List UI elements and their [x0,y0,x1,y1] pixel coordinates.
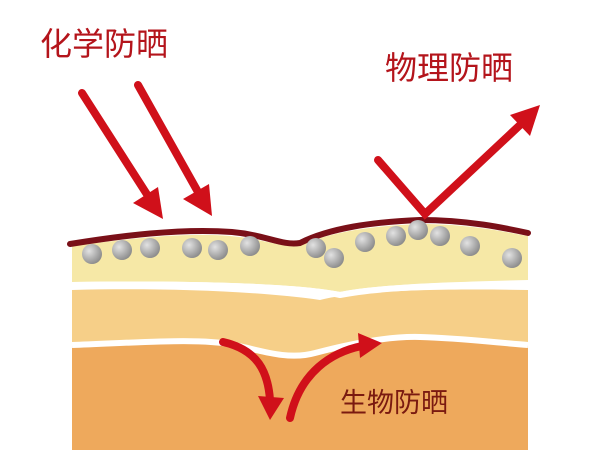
particle [208,240,228,260]
particle [306,238,326,258]
biological-sunscreen-label: 生物防晒 [340,388,448,419]
biological-arrows [219,333,382,422]
particle [355,232,375,252]
bio-arrow-down-shaft [219,338,274,404]
particle [502,248,522,268]
physical-arrow [374,105,540,220]
bio-arrow-up-shaft [286,342,366,422]
particle [240,236,260,256]
chemical-arrow-2-head [183,184,212,216]
particle [386,226,406,246]
particle [140,238,160,258]
chemical-arrows [78,81,212,219]
particle [460,236,480,256]
particle [430,226,450,246]
bio-arrow-down-head [258,396,284,420]
chemical-arrow-1-head [133,187,163,219]
particle [324,248,344,268]
physical-arrow-head [510,105,540,136]
chemical-arrow-1-shaft [78,89,152,200]
physical-sunscreen-label: 物理防晒 [385,49,514,87]
separator-upper [71,281,529,299]
sunscreen-particles [82,220,522,268]
particle [182,238,202,258]
chemical-sunscreen-label: 化学防晒 [40,25,169,63]
chemical-arrow-2-shaft [134,81,202,196]
particle [82,244,102,264]
physical-arrow-shaft [374,121,524,220]
stratum-corneum-line [67,216,531,247]
bio-arrow-up-head [358,333,382,358]
separator-lower [71,333,529,359]
particle [112,240,132,260]
particle [408,220,428,240]
